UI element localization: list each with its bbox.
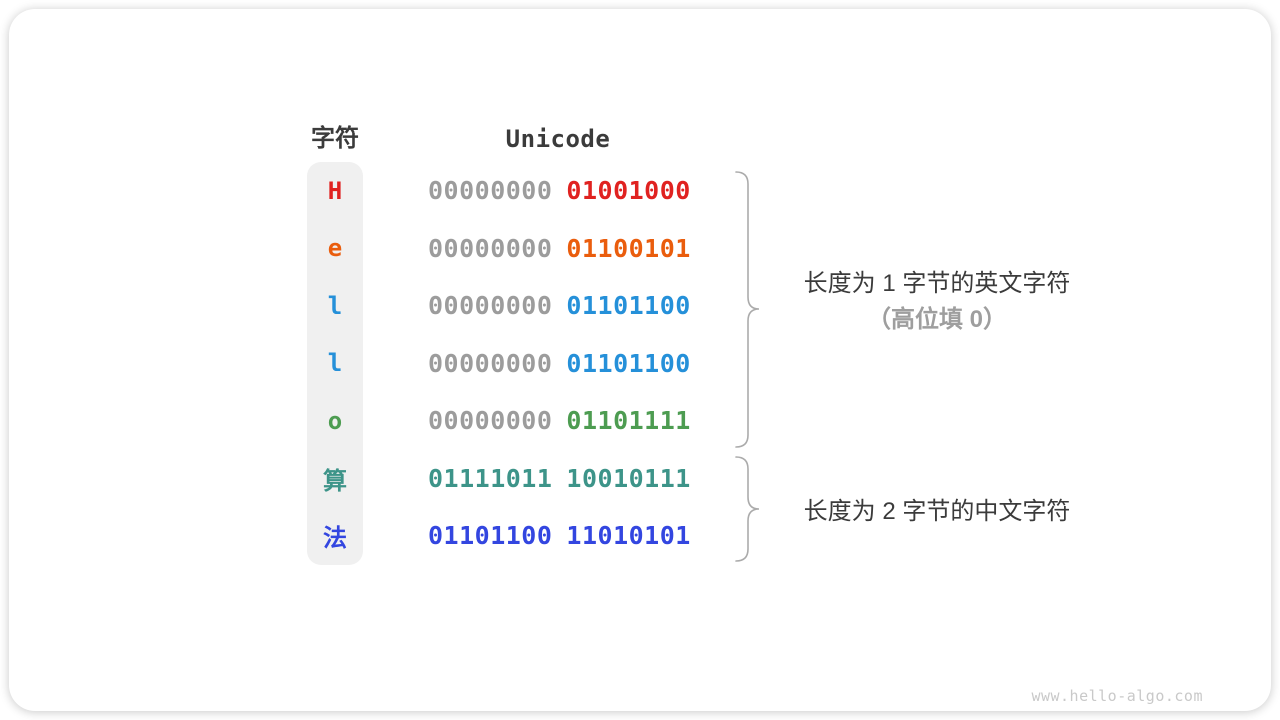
english-group-brace bbox=[735, 171, 760, 448]
binary-byte-low: 01101100 bbox=[566, 291, 691, 321]
table-row: H 00000000 01001000 bbox=[307, 162, 787, 220]
group-label-english-note: （高位填 0） bbox=[866, 306, 1007, 333]
chinese-group-brace bbox=[735, 456, 760, 562]
binary-byte-high: 00000000 bbox=[428, 406, 553, 436]
diagram-card: 字符 Unicode H 00000000 01001000 e 00000000… bbox=[9, 9, 1271, 711]
row-char: 算 bbox=[323, 466, 347, 495]
row-char: e bbox=[327, 234, 343, 263]
encoding-table: H 00000000 01001000 e 00000000 01100101 l … bbox=[307, 162, 787, 565]
table-row: o 00000000 01101111 bbox=[307, 392, 787, 450]
binary-byte-low: 01101100 bbox=[566, 348, 691, 378]
char-column-band bbox=[307, 162, 363, 565]
table-row: e 00000000 01100101 bbox=[307, 220, 787, 278]
binary-byte-high: 00000000 bbox=[428, 233, 553, 263]
binary-byte-low: 01001000 bbox=[566, 176, 691, 206]
column-header-char: 字符 bbox=[311, 125, 359, 152]
row-char: 法 bbox=[323, 524, 347, 553]
column-header-unicode: Unicode bbox=[505, 125, 611, 153]
table-row: 算 01111011 10010111 bbox=[307, 450, 787, 508]
table-row: 法 01101100 11010101 bbox=[307, 507, 787, 565]
row-char: l bbox=[327, 349, 343, 378]
watermark: www.hello-algo.com bbox=[1031, 687, 1203, 705]
group-label-english: 长度为 1 字节的英文字符 （高位填 0） bbox=[772, 269, 1102, 334]
group-label-english-line1: 长度为 1 字节的英文字符 bbox=[803, 270, 1071, 297]
binary-byte-low: 11010101 bbox=[566, 521, 691, 551]
binary-byte-high: 00000000 bbox=[428, 176, 553, 206]
binary-byte-high: 01101100 bbox=[428, 521, 553, 551]
group-label-chinese: 长度为 2 字节的中文字符 bbox=[772, 497, 1102, 526]
binary-byte-low: 10010111 bbox=[566, 463, 691, 493]
table-row: l 00000000 01101100 bbox=[307, 277, 787, 335]
binary-byte-high: 01111011 bbox=[428, 463, 553, 493]
group-braces bbox=[735, 171, 760, 562]
binary-byte-low: 01100101 bbox=[566, 233, 691, 263]
row-char: o bbox=[327, 406, 343, 435]
row-char: l bbox=[327, 291, 343, 320]
table-row: l 00000000 01101100 bbox=[307, 335, 787, 393]
row-char: H bbox=[327, 176, 343, 205]
binary-byte-low: 01101111 bbox=[566, 406, 691, 436]
group-label-chinese-line1: 长度为 2 字节的中文字符 bbox=[803, 498, 1071, 525]
binary-byte-high: 00000000 bbox=[428, 348, 553, 378]
binary-byte-high: 00000000 bbox=[428, 291, 553, 321]
